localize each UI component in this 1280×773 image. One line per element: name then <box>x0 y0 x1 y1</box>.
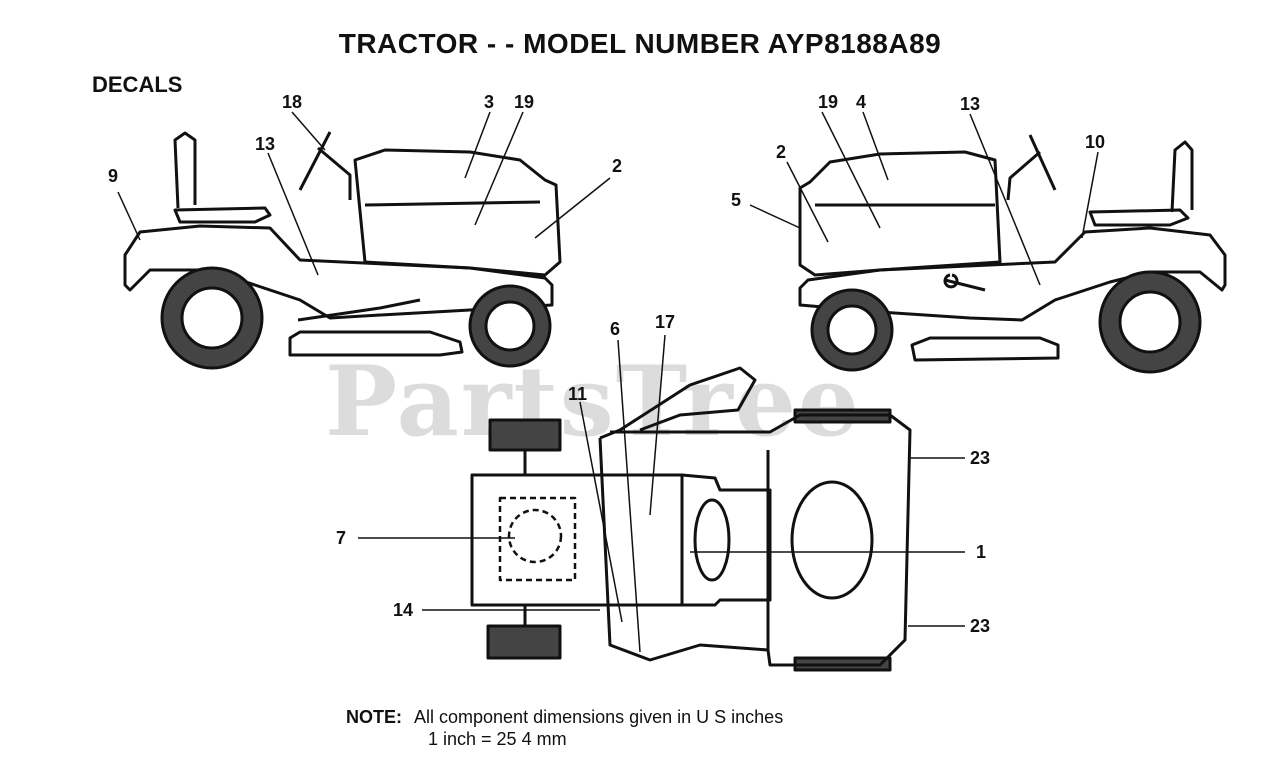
top-grille-left <box>693 498 731 582</box>
left-hood-panel <box>364 200 541 207</box>
callout-18: 18 <box>282 92 302 112</box>
right-seat-base <box>1088 208 1190 227</box>
section-label: DECALS <box>92 72 183 97</box>
callout-7: 7 <box>336 528 346 548</box>
left-deck <box>288 330 464 357</box>
top-rear-fender <box>470 473 684 607</box>
right-rear-hub <box>1118 290 1182 354</box>
callout-4: 4 <box>856 92 866 112</box>
note-line-1: All component dimensions given in U S in… <box>414 707 784 727</box>
callout-10: 10 <box>1085 132 1105 152</box>
left-rear-hub <box>180 286 244 350</box>
dimension-note: NOTE: All component dimensions given in U… <box>346 706 784 749</box>
top-seat-circle <box>507 508 563 564</box>
callout-3: 3 <box>484 92 494 112</box>
top-seat-dashed <box>498 496 577 582</box>
right-hood <box>798 150 1002 277</box>
page-title: TRACTOR - - MODEL NUMBER AYP8188A89 <box>338 28 942 59</box>
right-tractor-drawing <box>798 134 1227 374</box>
right-steering <box>1006 134 1057 201</box>
callout-1: 1 <box>976 542 986 562</box>
left-steering <box>298 131 352 200</box>
callout-19-left: 19 <box>514 92 534 112</box>
right-deck <box>910 336 1060 362</box>
callout-5: 5 <box>731 190 741 210</box>
left-seat-back <box>173 131 197 209</box>
top-rear-wheel-lower <box>486 624 562 660</box>
callout-9: 9 <box>108 166 118 186</box>
top-grille-right <box>790 480 874 600</box>
right-lever <box>943 273 986 292</box>
callout-2-right: 2 <box>776 142 786 162</box>
callout-13-right: 13 <box>960 94 980 114</box>
top-steering-column <box>599 366 757 440</box>
right-front-hub <box>826 304 878 356</box>
callout-23-bottom: 23 <box>970 616 990 636</box>
top-hood <box>598 413 912 667</box>
top-view-drawing <box>470 366 912 672</box>
left-front-hub <box>484 300 536 352</box>
left-seat-base <box>173 206 272 224</box>
note-line-2: 1 inch = 25 4 mm <box>428 729 567 749</box>
left-tractor-drawing <box>123 131 562 370</box>
callout-14: 14 <box>393 600 413 620</box>
callout-13-left: 13 <box>255 134 275 154</box>
callout-23-top: 23 <box>970 448 990 468</box>
top-rear-wheel-upper <box>488 418 562 452</box>
watermark: PartsTree <box>325 345 861 458</box>
left-frame <box>297 298 421 322</box>
callout-2-left: 2 <box>612 156 622 176</box>
leader-lines <box>117 111 1099 653</box>
callout-6: 6 <box>610 319 620 339</box>
callout-17: 17 <box>655 312 675 332</box>
note-label: NOTE: <box>346 707 402 727</box>
left-hood <box>353 148 562 277</box>
callout-19-right: 19 <box>818 92 838 112</box>
callout-11: 11 <box>568 384 587 404</box>
right-seat-back <box>1170 140 1194 213</box>
top-engine <box>681 473 772 607</box>
